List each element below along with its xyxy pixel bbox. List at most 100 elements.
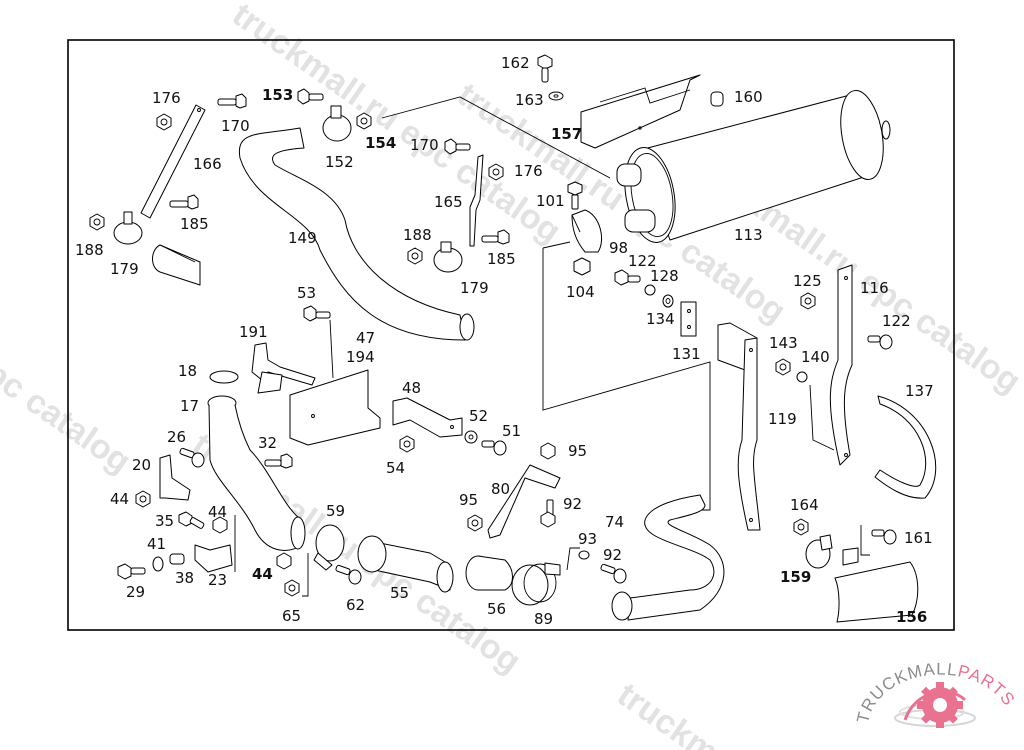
part-washer-140[interactable] [796, 371, 808, 383]
part-downpipe-17[interactable] [207, 395, 306, 551]
callout-164[interactable]: 164 [790, 496, 819, 514]
callout-185[interactable]: 185 [487, 250, 516, 268]
part-bolt-122-a[interactable] [614, 269, 641, 286]
part-bracket-80[interactable] [487, 464, 561, 539]
part-tailpipe-74[interactable] [611, 494, 725, 621]
part-clamp-179-b[interactable] [433, 241, 463, 273]
part-pipe-149[interactable] [238, 127, 475, 341]
callout-134[interactable]: 134 [646, 310, 675, 328]
callout-41[interactable]: 41 [147, 535, 166, 553]
callout-162[interactable]: 162 [501, 54, 530, 72]
callout-154[interactable]: 154 [365, 134, 396, 152]
part-nut-154[interactable] [356, 112, 372, 130]
part-nut-164[interactable] [793, 518, 809, 536]
callout-131[interactable]: 131 [672, 345, 701, 363]
callout-149[interactable]: 149 [288, 229, 317, 247]
callout-55[interactable]: 55 [390, 584, 409, 602]
part-plate-131[interactable] [680, 301, 697, 337]
part-bolt-161[interactable] [871, 529, 897, 545]
part-nut-95-a[interactable] [540, 442, 556, 460]
callout-48[interactable]: 48 [402, 379, 421, 397]
callout-137[interactable]: 137 [905, 382, 934, 400]
callout-113[interactable]: 113 [734, 226, 763, 244]
part-nut-44-c[interactable] [276, 552, 292, 570]
part-washer-93[interactable] [578, 550, 590, 560]
callout-176[interactable]: 176 [152, 89, 181, 107]
callout-160[interactable]: 160 [734, 88, 763, 106]
callout-152[interactable]: 152 [325, 153, 354, 171]
callout-122[interactable]: 122 [628, 252, 657, 270]
part-washer-41[interactable] [152, 556, 164, 572]
callout-93[interactable]: 93 [578, 530, 597, 548]
part-nut-104[interactable] [573, 257, 591, 276]
part-spacer-38[interactable] [169, 553, 185, 565]
callout-185[interactable]: 185 [180, 215, 209, 233]
callout-54[interactable]: 54 [386, 459, 405, 477]
part-bracket-191[interactable] [251, 342, 316, 394]
callout-32[interactable]: 32 [258, 434, 277, 452]
part-tailpipe-156[interactable] [834, 561, 919, 623]
callout-65[interactable]: 65 [282, 607, 301, 625]
callout-170[interactable]: 170 [410, 136, 439, 154]
callout-80[interactable]: 80 [491, 480, 510, 498]
part-bolt-62[interactable] [335, 564, 362, 585]
part-rubber-mount-160[interactable] [710, 91, 724, 107]
callout-122[interactable]: 122 [882, 312, 911, 330]
callout-44[interactable]: 44 [110, 490, 129, 508]
part-nut-44-a[interactable] [135, 490, 151, 508]
callout-188[interactable]: 188 [75, 241, 104, 259]
part-bolt-101[interactable] [567, 181, 583, 210]
callout-101[interactable]: 101 [536, 192, 565, 210]
callout-188[interactable]: 188 [403, 226, 432, 244]
callout-179[interactable]: 179 [110, 260, 139, 278]
callout-153[interactable]: 153 [262, 86, 293, 104]
callout-52[interactable]: 52 [469, 407, 488, 425]
part-bolt-153[interactable] [297, 88, 324, 105]
callout-119[interactable]: 119 [768, 410, 797, 428]
part-bracket-116[interactable] [829, 264, 853, 466]
part-pipe-55[interactable] [357, 535, 454, 593]
part-bracket-119[interactable] [717, 322, 761, 531]
part-nut-54[interactable] [399, 435, 415, 453]
callout-163[interactable]: 163 [515, 91, 544, 109]
part-lockwasher-128[interactable] [644, 284, 656, 296]
part-bolt-51[interactable] [481, 440, 507, 456]
part-bolt-26[interactable] [179, 447, 205, 468]
callout-170[interactable]: 170 [221, 117, 250, 135]
part-bolt-32[interactable] [264, 453, 293, 469]
callout-128[interactable]: 128 [650, 267, 679, 285]
callout-125[interactable]: 125 [793, 272, 822, 290]
callout-23[interactable]: 23 [208, 571, 227, 589]
part-bolt-162[interactable] [537, 54, 553, 83]
callout-92[interactable]: 92 [563, 495, 582, 513]
part-bolt-185[interactable] [169, 194, 199, 210]
part-washer-52[interactable] [464, 430, 478, 444]
part-clamp-179[interactable] [113, 211, 143, 245]
callout-47[interactable]: 47 [356, 329, 375, 347]
part-nut-125[interactable] [800, 292, 816, 310]
part-clamp-152[interactable] [322, 105, 352, 142]
part-bracket-23[interactable] [194, 515, 236, 573]
callout-95[interactable]: 95 [459, 491, 478, 509]
callout-156[interactable]: 156 [896, 608, 927, 626]
callout-191[interactable]: 191 [239, 323, 268, 341]
part-bolt-35[interactable] [178, 511, 205, 529]
part-bracket-166[interactable] [140, 104, 206, 219]
callout-179[interactable]: 179 [460, 279, 489, 297]
callout-44[interactable]: 44 [208, 503, 227, 521]
part-bracket-20[interactable] [159, 454, 191, 501]
callout-165[interactable]: 165 [434, 193, 463, 211]
part-heat-shield-194[interactable] [289, 369, 381, 446]
part-bolt-53[interactable] [303, 305, 331, 322]
part-muffler-113[interactable] [616, 87, 891, 246]
brand-logo[interactable]: TRUCKMALLPARTS [853, 660, 1019, 728]
part-bolt-170-b[interactable] [444, 138, 471, 155]
part-bolt-92-a[interactable] [540, 499, 556, 528]
callout-62[interactable]: 62 [346, 596, 365, 614]
part-nut-143[interactable] [775, 358, 791, 376]
part-clamp-159[interactable] [805, 534, 833, 569]
callout-53[interactable]: 53 [297, 284, 316, 302]
part-nut-188-b[interactable] [407, 247, 423, 265]
callout-104[interactable]: 104 [566, 283, 595, 301]
part-clamp-98[interactable] [571, 209, 602, 253]
